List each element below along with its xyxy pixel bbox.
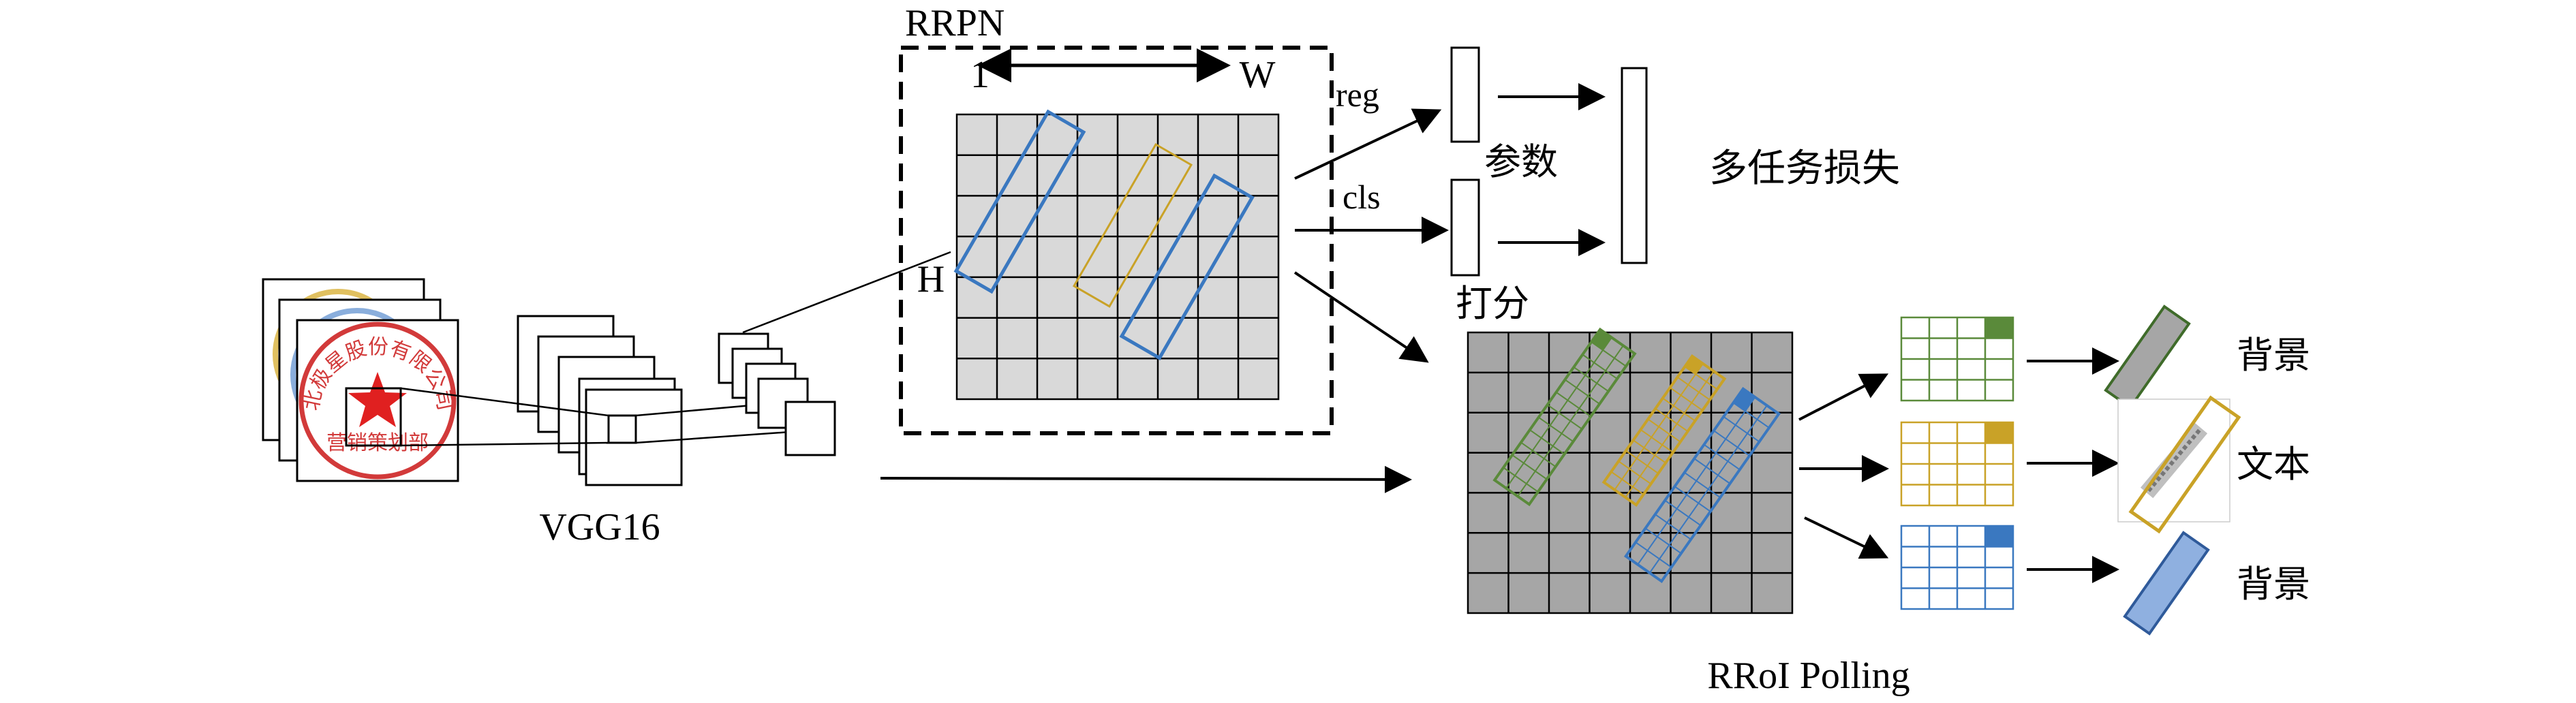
result-mid-label: 文本 [2237, 443, 2310, 486]
result-top-label: 背景 [2237, 334, 2310, 377]
star-icon [348, 372, 407, 427]
classification-results: 背景 文本 背景 [2104, 304, 2310, 636]
rroi-boxes [1492, 327, 1781, 584]
rrpn-label: RRPN [905, 2, 1005, 44]
pooled-grid-green [1900, 316, 2014, 402]
axis-w-label: W [1240, 54, 1276, 96]
pooled-feature-grids [1900, 316, 2014, 610]
rotated-anchor-boxes [953, 109, 1255, 360]
axis-h-label: H [917, 258, 945, 300]
pooled-grid-gold [1900, 421, 2014, 507]
pooled-grid-blue [1900, 525, 2014, 610]
background-result-top [2104, 304, 2191, 409]
rroi-box-blue [1623, 386, 1781, 584]
receptive-window [345, 387, 402, 447]
anchor-box-blue-1 [953, 109, 1086, 294]
input-image-stack: 北极星股份有限公司 营销策划部 [262, 278, 459, 482]
vgg-front-map [585, 388, 683, 486]
rrpn-outputs: reg cls 参数 打分 多任务损失 [1293, 46, 1900, 363]
vgg-window [607, 414, 637, 444]
anchor-box-blue-2 [1119, 173, 1255, 360]
cls-vector [1450, 178, 1480, 277]
feature-to-pool-arrow [880, 465, 1412, 493]
result-bottom-label: 背景 [2237, 563, 2310, 606]
reg-vector [1450, 46, 1480, 143]
result-arrows [2027, 347, 2119, 583]
company-seal-icon: 北极星股份有限公司 营销策划部 [298, 322, 457, 480]
background-result-bottom [2123, 531, 2210, 636]
reg-label: reg [1336, 76, 1379, 114]
rrpn-module: RRPN 1 W H [899, 2, 1334, 435]
score-label: 打分 [1456, 282, 1529, 325]
params-label: 参数 [1484, 140, 1558, 183]
pool-output-arrows [1798, 373, 1889, 559]
conv-feature-stack [718, 332, 836, 456]
rroi-pooling: RRoI Polling [1467, 327, 1910, 697]
seal-bottom-text: 营销策划部 [326, 431, 429, 455]
text-result [2128, 395, 2241, 534]
vgg16-feature-stack: VGG16 [517, 315, 683, 548]
axis-one-label: 1 [970, 54, 990, 96]
reg-arrow [1294, 108, 1442, 180]
rroi-box-green [1492, 327, 1637, 507]
loss-vector [1621, 67, 1648, 264]
score-to-pool-arrow [1293, 271, 1429, 363]
vgg16-label: VGG16 [539, 506, 660, 548]
multitask-loss-label: 多任务损失 [1709, 146, 1900, 191]
cls-label: cls [1343, 178, 1381, 216]
rroi-box-gold [1601, 354, 1727, 507]
text-crop-snippet [2140, 422, 2208, 499]
rroi-pooling-label: RRoI Polling [1707, 655, 1910, 697]
conv-front-map [784, 401, 836, 456]
anchor-box-gold [1072, 142, 1193, 308]
anchor-grid [955, 113, 1280, 401]
